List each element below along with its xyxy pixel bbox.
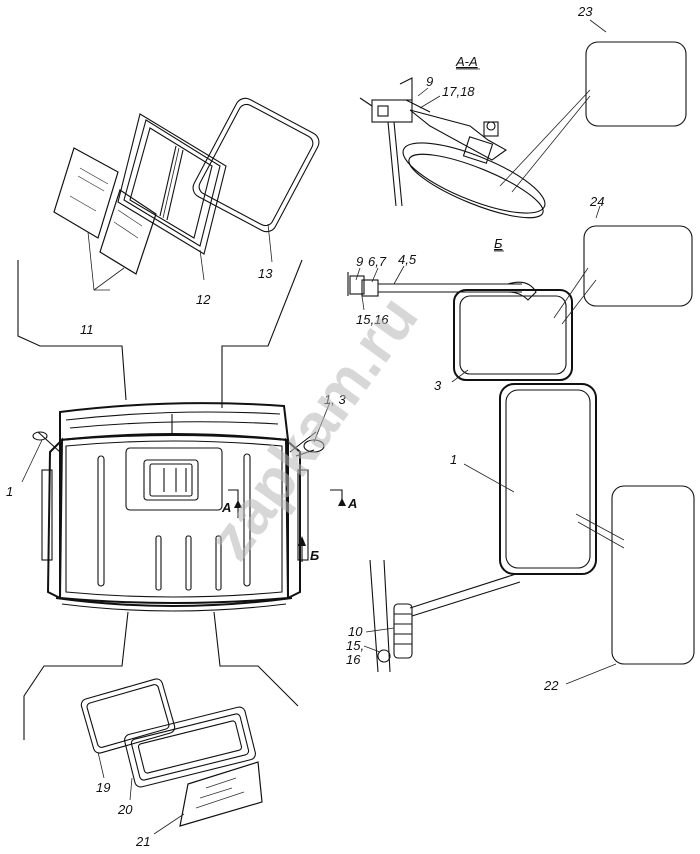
label-19: 19 [96, 780, 110, 795]
label-22: 22 [543, 678, 559, 693]
callout-bottom [23, 611, 299, 740]
cab-rear-view: 1 1, 3 А А Б [6, 392, 357, 612]
section-marker-a-right: А [347, 496, 357, 511]
watermark: zapkam.ru [195, 284, 431, 573]
seal-13 [192, 97, 320, 233]
section-b-title: Б [494, 236, 503, 251]
section-marker-a-left: А [221, 500, 231, 515]
label-4-5: 4,5 [398, 252, 417, 267]
label-13: 13 [258, 266, 273, 281]
label-9-aa: 9 [426, 74, 433, 89]
label-10: 10 [348, 624, 363, 639]
section-aa: А-А 9 17,18 23 [359, 4, 687, 219]
label-24: 24 [589, 194, 604, 209]
frame-20 [124, 706, 256, 788]
roof-hatch-glass-group: 11 12 13 [53, 97, 320, 337]
label-3: 3 [434, 378, 442, 393]
label-1-left: 1 [6, 484, 13, 499]
label-1-3: 1, 3 [324, 392, 346, 407]
callout-top [17, 259, 303, 408]
label-11: 11 [80, 322, 94, 337]
label-9-b: 9 [356, 254, 363, 269]
seal-19 [80, 678, 176, 754]
label-20: 20 [117, 802, 133, 817]
label-15-16-b: 15,16 [356, 312, 389, 327]
label-21: 21 [135, 834, 150, 849]
label-12: 12 [196, 292, 211, 307]
label-23: 23 [577, 4, 593, 19]
glass-21 [179, 761, 263, 827]
label-16: 16 [346, 652, 361, 667]
label-17-18: 17,18 [442, 84, 475, 99]
section-marker-b: Б [310, 548, 319, 563]
label-1-mirror: 1 [450, 452, 457, 467]
section-b: Б 9 6,7 4,5 15,16 3 24 [347, 194, 693, 393]
section-aa-title: А-А [455, 54, 478, 69]
glass-pane-11a [53, 147, 119, 239]
large-mirror-assembly: 10 15, 16 1 22 [346, 383, 695, 693]
seal-frame-12 [117, 113, 227, 255]
rear-window-group: 19 20 21 [80, 678, 263, 849]
label-6-7: 6,7 [368, 254, 387, 269]
label-15: 15, [346, 638, 364, 653]
